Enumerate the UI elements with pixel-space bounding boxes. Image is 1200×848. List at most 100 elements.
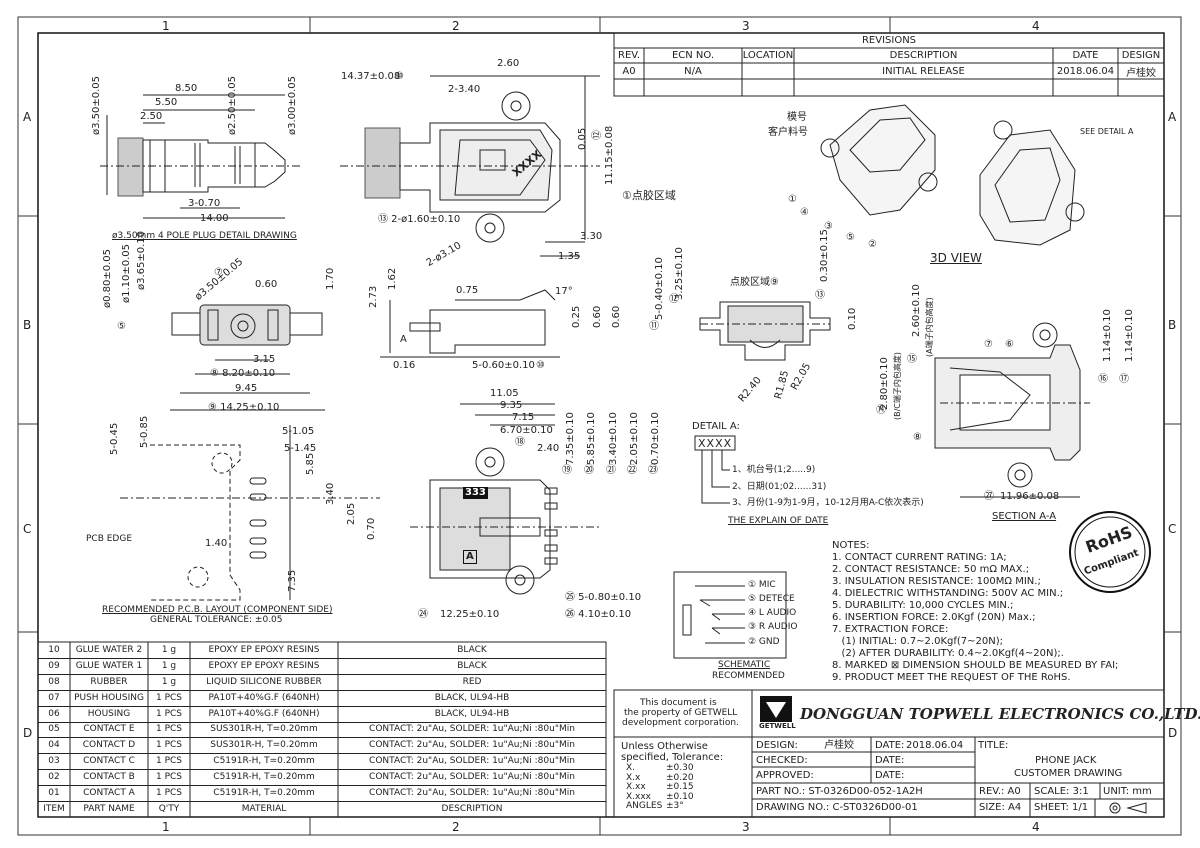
bom-row-cell: EPOXY EP EPOXY RESINS (208, 644, 320, 655)
note-item: 1. CONTACT CURRENT RATING: 1A; (832, 552, 1007, 563)
design-name: 卢桂姣 (824, 740, 854, 751)
detail-a-caption: THE EXPLAIN OF DATE (728, 516, 829, 526)
bom-row-cell: 08 (48, 676, 60, 687)
top-dim-callout-12: ⑫ (592, 130, 603, 140)
bom-header-cell: PART NAME (83, 803, 135, 814)
section-note-bc: (B/C端子内包高度) (893, 351, 902, 420)
top-dim-135: 1.35 (558, 251, 581, 262)
bom-row-cell: CONTACT E (83, 724, 135, 735)
bom-row-cell: 03 (48, 756, 60, 767)
bottom-callout-19: ⑲ (562, 465, 572, 476)
bom-row-cell: 06 (48, 708, 60, 719)
section-caption: SECTION A-A (992, 511, 1057, 522)
bom-row-cell: BLACK, UL94-HB (434, 708, 510, 719)
side-dim-5x060: 5-0.60±0.10 (472, 360, 535, 371)
label-3d-view: 3D VIEW (930, 251, 982, 265)
note-item: 5. DURABILITY: 10,000 CYCLES MIN.; (832, 600, 1014, 611)
rev-value-ecn: N/A (684, 65, 702, 77)
zone-row-d-right: D (1168, 726, 1178, 740)
bottom-mark-a: A (463, 550, 477, 564)
bom-row-cell: 1 g (161, 676, 177, 687)
design-date: 2018.06.04 (906, 740, 964, 751)
zone-row-d: D (23, 726, 33, 740)
section-dim-260: 2.60±0.10 (911, 284, 922, 337)
section-dim-1196: 11.96±0.08 (1000, 491, 1060, 502)
design-date-label: DATE: (875, 740, 905, 751)
bottom-callout-23: ㉓ (648, 465, 658, 476)
plug-dim-1400: 14.00 (200, 213, 229, 224)
bom-row-cell: CONTACT: 2u"Au, SOLDER: 1u"Au;Ni :80u"Mi… (369, 772, 575, 783)
bom-row-divider (38, 673, 606, 675)
rev-value-design: 卢桂姣 (1126, 67, 1156, 79)
plug-dim-dia350: ø3.50±0.05 (91, 75, 102, 135)
bom-row-cell: EPOXY EP EPOXY RESINS (208, 660, 320, 671)
zone-row-a-right: A (1168, 110, 1177, 124)
tolerance-title-2: specified, Tolerance: (621, 752, 724, 763)
section-callout-15: ⑮ (907, 354, 917, 365)
bottom-dim-1225: 12.25±0.10 (440, 609, 500, 620)
pcb-edge-label: PCB EDGE (86, 534, 133, 544)
bom-row-cell: SUS301R-H, T=0.20mm (210, 724, 318, 735)
zone-col-3: 3 (742, 19, 750, 33)
top-dim-1437: 14.37±0.08 (341, 71, 401, 82)
bom-row-cell: PA10T+40%G.F (640NH) (208, 708, 320, 719)
property-line-1: This document is (640, 698, 717, 708)
side-dim-016: 0.16 (393, 360, 416, 371)
top-dim-2x340: 2-3.40 (448, 84, 481, 95)
bom-row-cell: C5191R-H, T=0.20mm (213, 772, 315, 783)
section-callout-17: ⑰ (1119, 374, 1129, 385)
pcb-dim-205: 2.05 (346, 502, 357, 525)
bom-row-cell: GLUE WATER 2 (75, 644, 143, 655)
bom-row-cell: CONTACT D (82, 740, 136, 751)
rear-glue-label: 点胶区域⑨ (730, 277, 779, 288)
rear-callout-13: ⑬ (815, 290, 825, 301)
side-dim-075: 0.75 (456, 285, 479, 296)
detail-a-line-1: 1、机台号(1;2.....9) (732, 465, 816, 475)
bottom-dim-585: 5.85±0.10 (586, 412, 597, 465)
notes-block: NOTES: 1. CONTACT CURRENT RATING: 1A; 2.… (832, 540, 1118, 684)
rev-header-description: DESCRIPTION (889, 50, 958, 61)
tolerance-row: X.xx±0.15 (626, 782, 694, 793)
zone-col-2: 2 (452, 19, 460, 33)
zone-row-a: A (23, 110, 32, 124)
pcb-dim-585: 5.85 (305, 452, 316, 475)
company-name: DONGGUAN TOPWELL ELECTRONICS CO.,LTD. (800, 705, 1200, 723)
plug-dim-850: 8.50 (175, 83, 198, 94)
bottom-mark-333: 333 (463, 487, 488, 499)
rev-header-design: DESIGN (1121, 50, 1161, 61)
rev-value-description: INITIAL RELEASE (882, 65, 965, 77)
rev-header-rev: REV. (618, 50, 640, 61)
zone-row-c: C (23, 522, 32, 536)
bom-row-cell: 1 PCS (155, 708, 182, 719)
tolerance-precision: X.x (626, 772, 641, 783)
top-glue-label: ①点胶区域 (622, 189, 676, 202)
side-label-a: A (400, 334, 407, 345)
detail-a-title: DETAIL A: (692, 421, 740, 432)
pcb-dim-5x105: 5-1.05 (282, 426, 315, 437)
checked-date-label: DATE: (875, 755, 905, 766)
tolerance-value: ±0.30 (666, 763, 694, 773)
side-dim-060b: 0.60 (611, 305, 622, 328)
plug-dim-dia250: ø2.50±0.05 (227, 75, 238, 135)
label-3d-callout-1: ① (788, 194, 797, 205)
bom-row-cell: CONTACT: 2u"Au, SOLDER: 1u"Au;Ni :80u"Mi… (369, 740, 575, 751)
plug-dim-250: 2.50 (140, 111, 163, 122)
label-3d-callout-2: ② (868, 239, 877, 250)
approved-label: APPROVED: (756, 770, 814, 781)
bom-header-cell: MATERIAL (241, 803, 287, 814)
front-dim-dia110: ø1.10±0.05 (121, 243, 132, 303)
bottom-dim-715: 7.15 (512, 412, 535, 423)
bom-row-cell: RED (462, 676, 482, 687)
rev-value-rev: A0 (622, 65, 636, 77)
detail-a-line-2: 2、日期(01;02......31) (732, 482, 827, 492)
tolerance-row: X.±0.30 (626, 763, 694, 774)
section-callout-7: ⑦ (984, 339, 993, 350)
bottom-dim-5x080: ㉕ 5-0.80±0.10 (565, 592, 642, 603)
bom-header-cell: DESCRIPTION (441, 803, 503, 814)
rear-callout-11: ⑪ (649, 321, 659, 332)
title-line-1: PHONE JACK (1035, 755, 1097, 766)
bom-row-cell: CONTACT A (83, 788, 135, 799)
zone-col-3-bottom: 3 (742, 820, 750, 834)
schematic-caption: SCHEMATIC (718, 660, 771, 670)
